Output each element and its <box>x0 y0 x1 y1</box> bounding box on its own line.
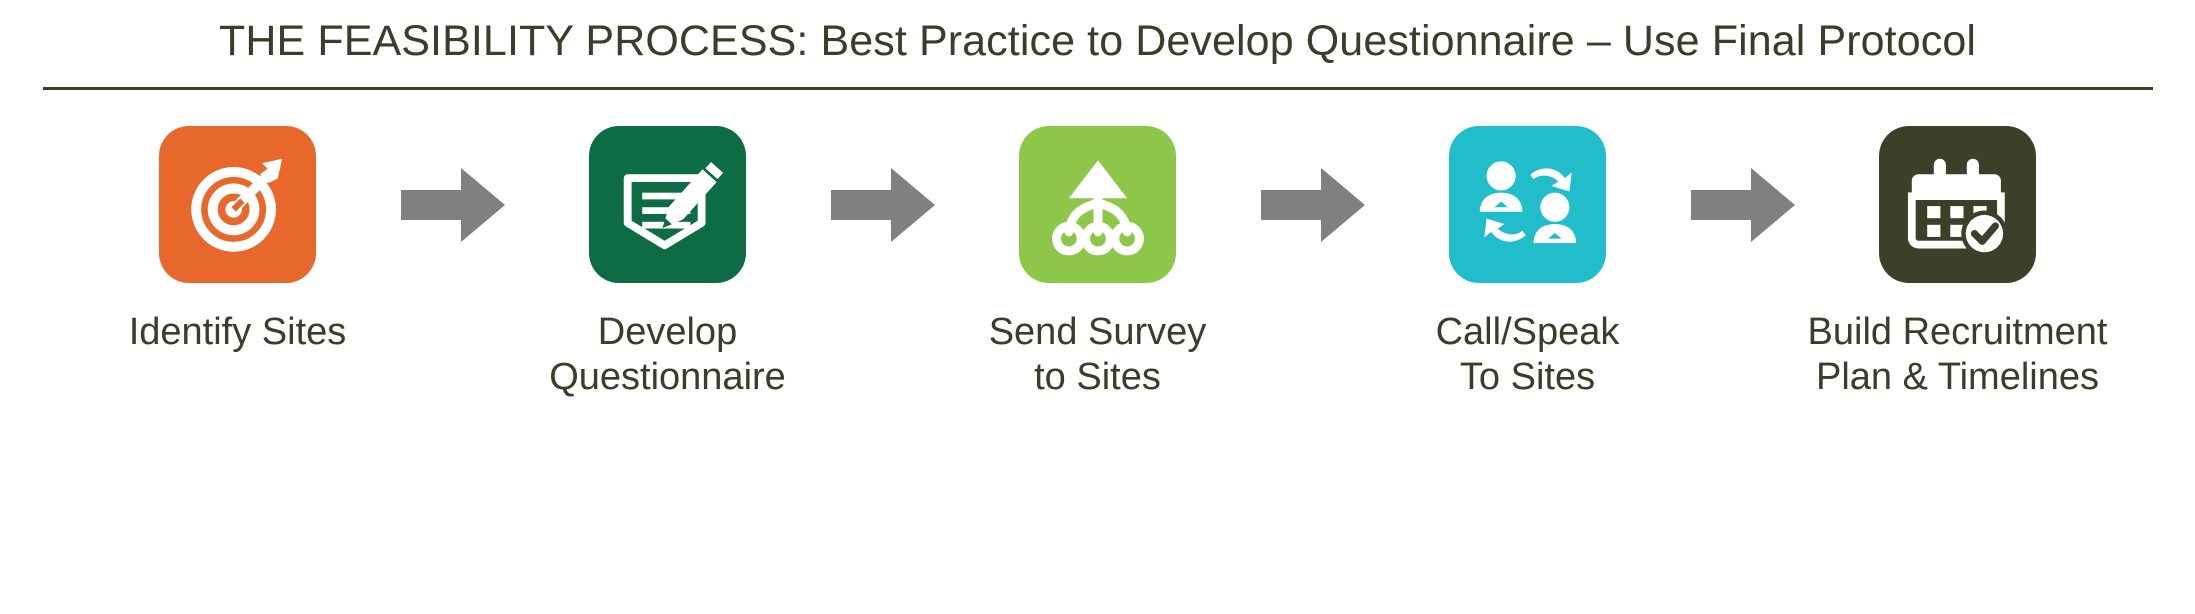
process-flow: Identify Sites <box>0 126 2195 400</box>
right-arrow-icon <box>830 167 935 242</box>
step-label: Call/Speak To Sites <box>1435 311 1620 399</box>
flow-connector <box>388 126 518 283</box>
process-step-send-survey[interactable]: Send Survey to Sites <box>948 126 1248 400</box>
title-divider <box>42 87 2153 91</box>
step-label: Send Survey to Sites <box>988 311 1207 399</box>
step-label: Develop Questionnaire <box>549 311 786 399</box>
flow-connector <box>1248 126 1378 283</box>
process-step-develop-questionnaire[interactable]: Develop Questionnaire <box>518 126 818 400</box>
right-arrow-icon <box>1260 167 1365 242</box>
distribute-arrow-icon <box>1042 149 1154 261</box>
step-label: Build Recruitment Plan & Timelines <box>1807 311 2108 399</box>
right-arrow-icon <box>1690 167 1795 242</box>
step-icon-tile <box>1449 126 1606 284</box>
step-label: Identify Sites <box>128 311 347 354</box>
step-icon-tile <box>159 126 316 284</box>
people-exchange-icon <box>1472 149 1584 261</box>
form-pencil-icon <box>612 149 724 261</box>
flow-connector <box>1678 126 1808 283</box>
page-title: THE FEASIBILITY PROCESS: Best Practice t… <box>219 17 1976 65</box>
process-step-call-speak[interactable]: Call/Speak To Sites <box>1378 126 1678 400</box>
step-icon-tile <box>1019 126 1176 284</box>
title-block: THE FEASIBILITY PROCESS: Best Practice t… <box>0 0 2195 91</box>
step-icon-tile <box>1879 126 2036 284</box>
target-arrow-icon <box>183 150 293 260</box>
process-step-build-recruitment-plan[interactable]: Build Recruitment Plan & Timelines <box>1808 126 2108 400</box>
calendar-check-icon <box>1903 150 2013 260</box>
step-icon-tile <box>589 126 746 284</box>
flow-connector <box>818 126 948 283</box>
right-arrow-icon <box>400 167 505 242</box>
process-step-identify-sites[interactable]: Identify Sites <box>88 126 388 355</box>
